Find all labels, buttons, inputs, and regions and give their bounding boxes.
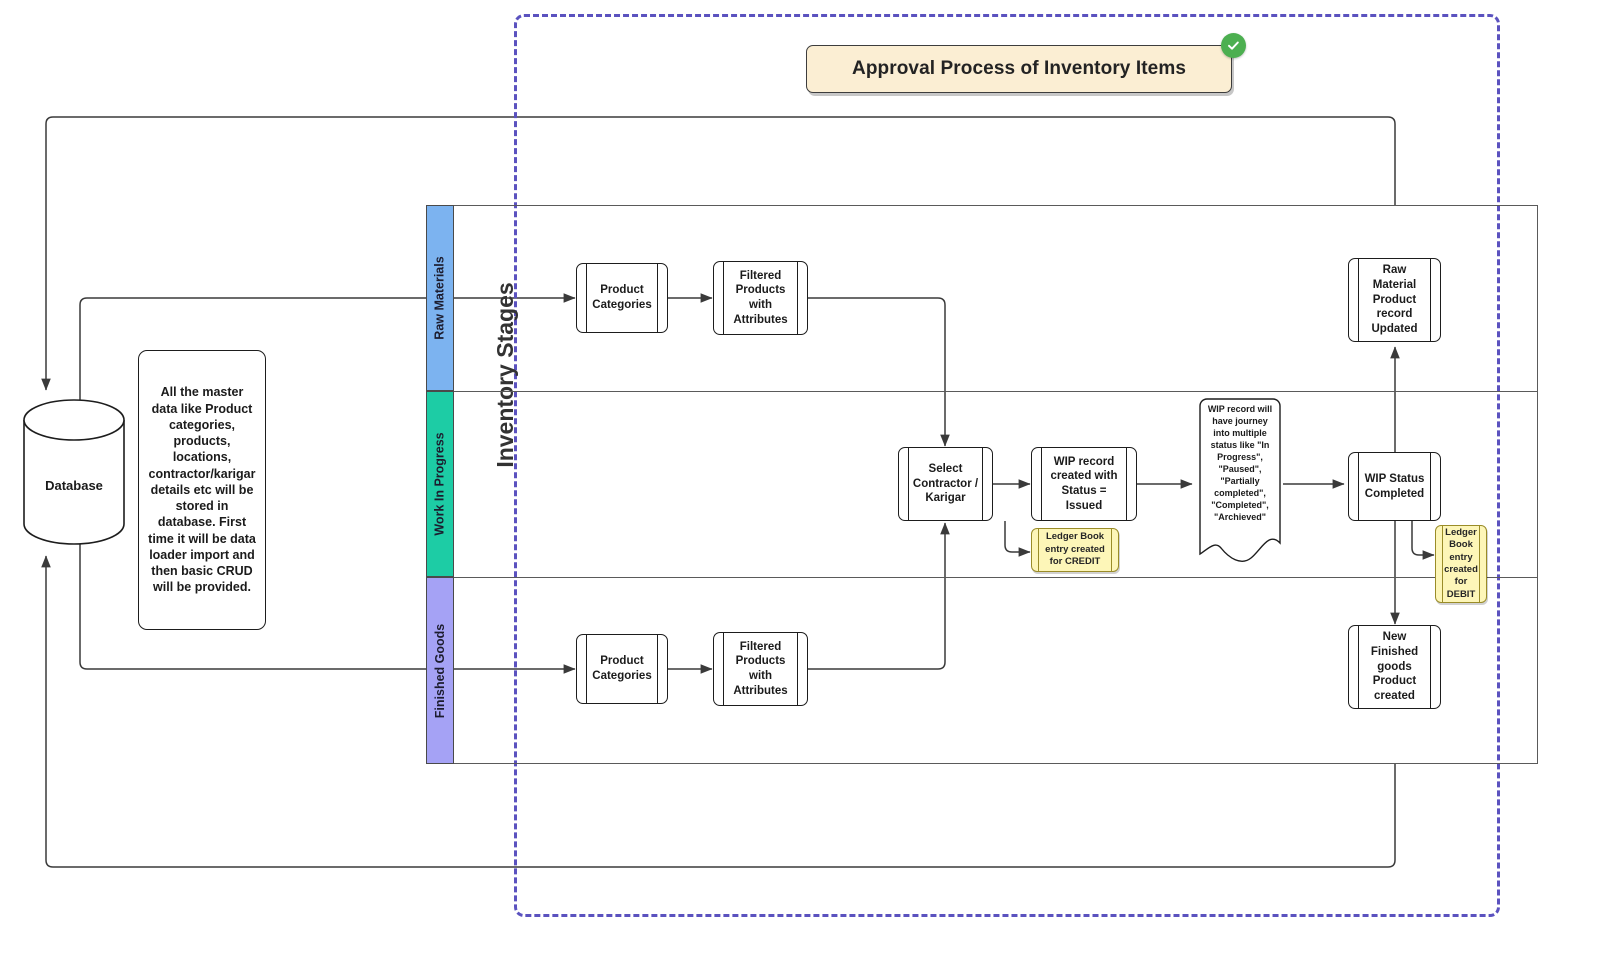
node-rm-product-categories[interactable]: Product Categories [576, 263, 668, 333]
node-fg-filtered-products[interactable]: Filtered Products with Attributes [713, 632, 808, 706]
node-label: Select Contractor / Karigar [912, 462, 979, 505]
database-cylinder [20, 398, 128, 546]
note-ledger-debit: Ledger Book entry created for DEBIT [1435, 525, 1487, 603]
lane-label-finished-goods: Finished Goods [433, 623, 448, 718]
node-label: Filtered Products with Attributes [733, 640, 788, 697]
lane-divider-2 [454, 577, 1538, 578]
lane-band-raw-materials: Raw Materials [426, 205, 454, 391]
node-label: Product Categories [592, 284, 652, 311]
database-label: Database [45, 478, 103, 493]
node-label: WIP Status Completed [1364, 472, 1425, 500]
lane-label-work-in-progress: Work In Progress [433, 432, 447, 536]
note-text: Ledger Book entry created for DEBIT [1444, 526, 1478, 600]
node-label: New Finished goods Product created [1370, 631, 1419, 703]
node-wip-record-created[interactable]: WIP record created with Status = Issued [1031, 447, 1137, 521]
node-label: Raw Material Product record Updated [1371, 264, 1418, 336]
check-circle-icon[interactable] [1221, 33, 1246, 58]
node-label: WIP record created with Status = Issued [1050, 455, 1118, 512]
pool-title: Inventory Stages [491, 282, 518, 468]
node-label: Product Categories [592, 655, 652, 682]
lane-band-work-in-progress: Work In Progress [426, 391, 454, 577]
page-title: Approval Process of Inventory Items [852, 58, 1186, 79]
node-fg-product-categories[interactable]: Product Categories [576, 634, 668, 704]
node-new-finished-goods[interactable]: New Finished goods Product created [1348, 625, 1441, 709]
node-rm-filtered-products[interactable]: Filtered Products with Attributes [713, 261, 808, 335]
node-select-contractor[interactable]: Select Contractor / Karigar [898, 447, 993, 521]
node-label: Filtered Products with Attributes [733, 269, 788, 326]
node-raw-material-product-updated[interactable]: Raw Material Product record Updated [1348, 258, 1441, 342]
master-data-note: All the master data like Product categor… [138, 350, 266, 630]
lane-divider-1 [454, 391, 1538, 392]
note-wip-status-journey: WIP record will have journey into multip… [1199, 398, 1281, 566]
node-wip-status-completed[interactable]: WIP Status Completed [1348, 452, 1441, 521]
approval-process-boundary [514, 14, 1500, 917]
lane-label-raw-materials: Raw Materials [433, 256, 447, 340]
lane-band-finished-goods: Finished Goods [426, 577, 454, 764]
note-text: Ledger Book entry created for CREDIT [1045, 531, 1105, 568]
diagram-title-banner[interactable]: Approval Process of Inventory Items [806, 45, 1232, 93]
note-text: WIP record will have journey into multip… [1207, 404, 1273, 522]
note-ledger-credit: Ledger Book entry created for CREDIT [1031, 528, 1119, 572]
